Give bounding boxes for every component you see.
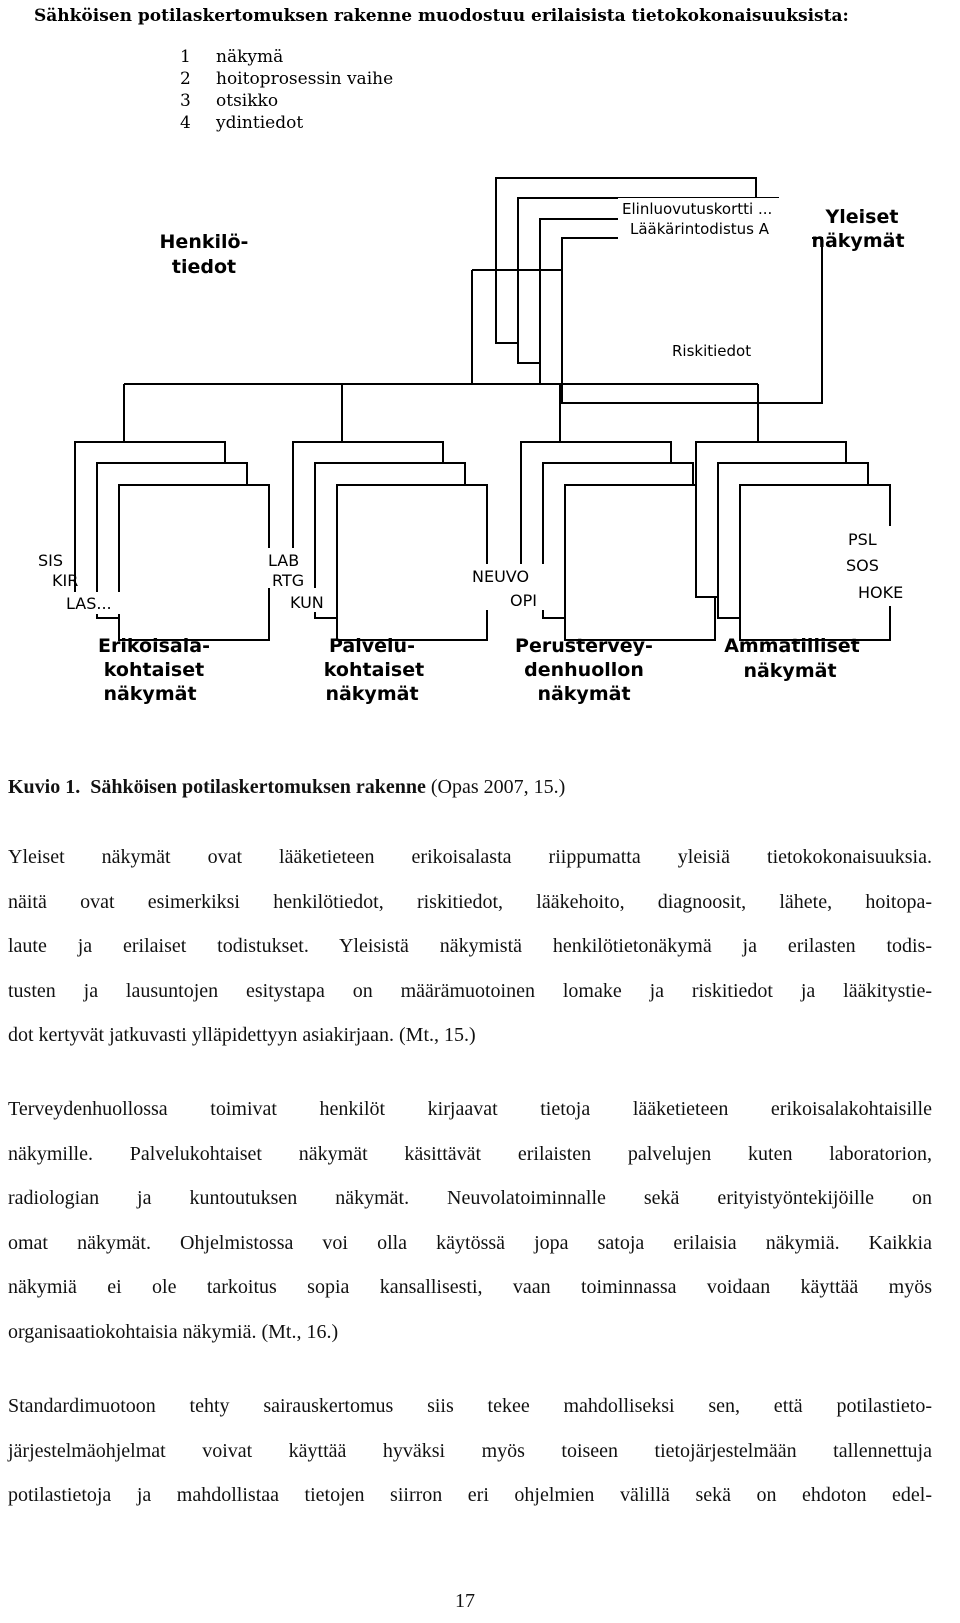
- document-label: Elinluovutuskortti ...: [622, 200, 772, 218]
- document-sheet: [561, 237, 823, 404]
- legend-num: 2: [180, 69, 191, 89]
- branch-stacks: [74, 441, 891, 641]
- branch-title: näkymät: [743, 660, 836, 682]
- branch-title: Ammatilliset: [724, 635, 860, 657]
- branch-item: PSL: [848, 530, 877, 549]
- text-line: Standardimuotoon tehty sairauskertomus s…: [8, 1395, 932, 1417]
- caption-title: Sähköisen potilaskertomuksen rakenne: [90, 776, 426, 798]
- figure-caption: Kuvio 1. Sähköisen potilaskertomuksen ra…: [8, 776, 948, 799]
- text-line: omat näkymät. Ohjelmistossa voi olla käy…: [8, 1231, 932, 1254]
- branch-item: RTG: [272, 571, 304, 590]
- henkilotiedot-label: Henkilö-: [160, 231, 249, 253]
- text-line: laute ja erilaiset todistukset. Yleisist…: [8, 935, 932, 958]
- branch-item: SIS: [38, 551, 63, 570]
- legend-label: hoitoprosessin vaihe: [216, 69, 393, 89]
- branch-stack-perusterveydenhuolto: [520, 441, 716, 641]
- branch-title: näkymät: [325, 683, 418, 705]
- branch-title: Erikoisala-: [98, 635, 210, 657]
- branch-item: KIR: [52, 571, 78, 590]
- legend-label: näkymä: [216, 47, 283, 67]
- legend-label: otsikko: [216, 91, 278, 111]
- yleiset-nakymat-label: Yleiset: [825, 206, 899, 228]
- branch-title: näkymät: [537, 683, 630, 705]
- text-line: tusten ja lausuntojen esitystapa on määr…: [8, 979, 932, 1002]
- paragraph: Yleiset näkymät ovat lääketieteen erikoi…: [8, 835, 932, 1058]
- henkilotiedot-label: tiedot: [172, 256, 236, 278]
- branch-titles: Erikoisala- kohtaiset näkymät Palvelu- k…: [98, 635, 860, 705]
- branch-stack-palvelu: [292, 441, 488, 641]
- legend-num: 1: [180, 47, 191, 67]
- riskitiedot-label: Riskitiedot: [672, 342, 751, 360]
- branch-item: LAB: [268, 551, 299, 570]
- structure-diagram-svg: Sähköisen potilaskertomuksen rakenne muo…: [30, 6, 918, 705]
- structure-diagram: Sähköisen potilaskertomuksen rakenne muo…: [0, 0, 960, 740]
- paragraph: Standardimuotoon tehty sairauskertomus s…: [8, 1384, 932, 1518]
- tree-connectors: [123, 269, 759, 442]
- branch-item: SOS: [846, 556, 879, 575]
- paragraph: Terveydenhuollossa toimivat henkilöt kir…: [8, 1087, 932, 1355]
- text-line: potilastietoja ja mahdollistaa tietojen …: [8, 1484, 932, 1507]
- branch-title: näkymät: [103, 683, 196, 705]
- document-label: Lääkärintodistus A: [630, 220, 770, 238]
- text-line: dot kertyvät jatkuvasti ylläpidettyyn as…: [8, 1024, 476, 1047]
- caption-source: (Opas 2007, 15.): [430, 776, 566, 798]
- text-line: organisaatiokohtaisia näkymiä. (Mt., 16.…: [8, 1320, 339, 1343]
- legend-num: 4: [180, 113, 191, 133]
- branch-title: Palvelu-: [329, 635, 415, 657]
- diagram-heading: Sähköisen potilaskertomuksen rakenne muo…: [34, 6, 849, 26]
- branch-item-labels: SIS KIR LAS... LAB RTG KUN NEUVO OPI PSL…: [30, 526, 918, 614]
- caption-label: Kuvio 1.: [8, 776, 81, 798]
- legend-label: ydintiedot: [215, 113, 303, 133]
- legend-num: 3: [180, 91, 191, 111]
- branch-title: denhuollon: [524, 659, 644, 681]
- branch-item: LAS...: [66, 594, 112, 613]
- yleiset-nakymat-label: näkymät: [811, 230, 904, 252]
- legend: 1 näkymä 2 hoitoprosessin vaihe 3 otsikk…: [180, 47, 393, 133]
- branch-title: kohtaiset: [104, 659, 204, 681]
- branch-item: HOKE: [858, 583, 903, 602]
- branch-title: kohtaiset: [324, 659, 424, 681]
- branch-item: KUN: [290, 593, 324, 612]
- page-number: 17: [455, 1590, 475, 1612]
- text-line: näkymiä ei ole tarkoitus sopia kansallis…: [8, 1276, 932, 1299]
- branch-item: OPI: [510, 591, 537, 610]
- branch-item: NEUVO: [472, 567, 529, 586]
- text-line: näitä ovat esimerkiksi henkilötiedot, ri…: [8, 890, 932, 913]
- text-line: järjestelmäohjelmat voivat käyttää hyväk…: [8, 1439, 932, 1462]
- branch-title: Perustervey-: [515, 635, 653, 657]
- text-line: Terveydenhuollossa toimivat henkilöt kir…: [8, 1098, 932, 1120]
- text-line: Yleiset näkymät ovat lääketieteen erikoi…: [8, 846, 932, 868]
- top-labels: Henkilö- tiedot Elinluovutuskortti ... L…: [160, 198, 905, 360]
- text-line: näkymille. Palvelukohtaiset näkymät käsi…: [8, 1142, 932, 1165]
- text-line: radiologian ja kuntoutuksen näkymät. Neu…: [8, 1187, 932, 1210]
